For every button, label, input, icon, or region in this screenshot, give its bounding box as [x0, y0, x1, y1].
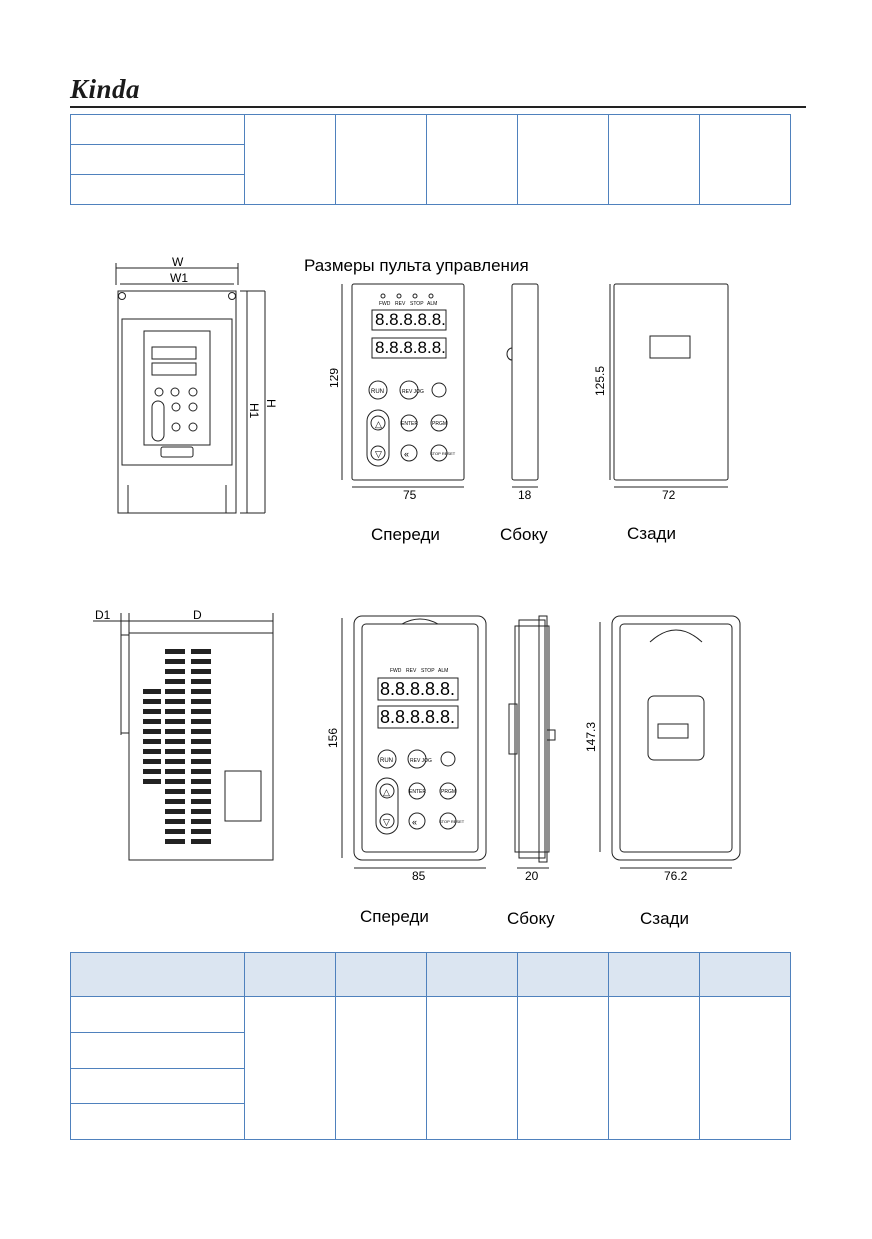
kinda-logo: Kinda: [70, 74, 141, 104]
dim-width-label: 75: [403, 488, 417, 502]
dim-back-width-label: 76.2: [664, 869, 688, 882]
small-panel-front-drawing: 8.8.8.8.8. 8.8.8.8.8. FWD REV STOP ALM R…: [330, 283, 465, 502]
table-cell: [426, 996, 518, 1140]
table-header-cell: [426, 952, 518, 997]
table-cell: [608, 114, 700, 205]
inverter-front-drawing: W W1 H1 H: [115, 255, 278, 514]
table-cell: [608, 996, 700, 1140]
dim-width-label: 85: [412, 869, 426, 882]
key-prgm: PRGM: [432, 421, 447, 427]
key-rev-jog: REV JOG: [410, 758, 432, 764]
dim-w1-label: W1: [170, 271, 188, 285]
key-prgm: PRGM: [441, 789, 456, 795]
table-cell: [426, 114, 518, 205]
table-header-cell: [335, 952, 427, 997]
key-run: RUN: [380, 758, 393, 764]
dim-d-label: D: [193, 608, 202, 622]
table-header-cell: [699, 952, 791, 997]
key-stop-reset: STOP RESET: [430, 451, 456, 456]
indicator-stop: STOP: [410, 301, 424, 307]
table-cell: [244, 114, 336, 205]
up-arrow-icon: △: [383, 787, 390, 797]
up-arrow-icon: △: [375, 419, 382, 429]
key-enter: ENTER: [409, 789, 426, 795]
bottom-spec-table: [70, 952, 791, 1140]
indicator-rev: REV: [395, 301, 406, 307]
dim-height-label: 156: [326, 728, 340, 748]
key-rev-jog: REV JOG: [402, 389, 424, 395]
table-header-cell: [608, 952, 700, 997]
table-cell: [517, 114, 609, 205]
table-header-cell: [244, 952, 336, 997]
indicator-fwd: FWD: [390, 668, 402, 674]
large-panel-front-drawing: 8.8.8.8.8. 8.8.8.8.8. FWD REV STOP ALM R…: [326, 615, 487, 882]
indicator-alm: ALM: [438, 668, 448, 674]
table-header-cell: [517, 952, 609, 997]
table-cell: [70, 144, 245, 175]
down-arrow-icon: ▽: [383, 817, 390, 827]
down-arrow-icon: ▽: [375, 449, 382, 459]
indicator-rev: REV: [406, 668, 417, 674]
panel-dimensions-title: Размеры пульта управления: [304, 256, 529, 275]
large-side-caption: Сбоку: [507, 909, 555, 928]
display-lower: 8.8.8.8.8.: [380, 707, 455, 727]
large-front-caption: Спереди: [360, 907, 429, 926]
table-cell: [70, 996, 245, 1033]
large-panel-side-drawing: 20: [508, 615, 556, 882]
indicator-stop: STOP: [421, 668, 435, 674]
dim-back-width-label: 72: [662, 488, 676, 502]
dim-height-label: 129: [330, 368, 341, 388]
inverter-side-drawing: D1 D: [93, 608, 274, 861]
dim-depth-label: 18: [518, 488, 532, 502]
dim-w-label: W: [172, 255, 184, 269]
small-side-caption: Сбоку: [500, 525, 548, 544]
table-header-cell: [70, 952, 245, 997]
table-cell: [517, 996, 609, 1140]
indicator-alm: ALM: [427, 301, 437, 307]
display-upper: 8.8.8.8.8.: [375, 310, 446, 329]
table-cell: [244, 996, 336, 1140]
top-spec-table: [70, 114, 791, 205]
small-front-caption: Спереди: [371, 525, 440, 544]
table-cell: [699, 114, 791, 205]
small-back-caption: Сзади: [627, 524, 676, 543]
table-cell: [70, 1032, 245, 1069]
header-divider: [70, 106, 806, 108]
key-enter: ENTER: [401, 421, 418, 427]
dim-h1-label: H1: [247, 403, 261, 419]
key-stop-reset: STOP RESET: [439, 819, 465, 824]
display-upper: 8.8.8.8.8.: [380, 679, 455, 699]
table-cell: [70, 114, 245, 145]
large-back-caption: Сзади: [640, 909, 689, 928]
dim-back-height-label: 125.5: [593, 366, 607, 396]
table-cell: [335, 996, 427, 1140]
dim-depth-label: 20: [525, 869, 539, 882]
small-panel-back-drawing: 125.5 72: [593, 283, 729, 502]
table-cell: [335, 114, 427, 205]
large-panel-back-drawing: 147.3 76.2: [584, 615, 741, 882]
dim-d1-label: D1: [95, 608, 111, 622]
shift-left-icon: «: [404, 449, 409, 459]
table-cell: [70, 1103, 245, 1140]
dim-back-height-label: 147.3: [584, 722, 598, 752]
dim-h-label: H: [264, 399, 278, 408]
display-lower: 8.8.8.8.8.: [375, 338, 446, 357]
key-run: RUN: [371, 389, 384, 395]
table-cell: [70, 174, 245, 205]
table-cell: [699, 996, 791, 1140]
indicator-fwd: FWD: [379, 301, 391, 307]
table-cell: [70, 1068, 245, 1104]
shift-left-icon: «: [412, 817, 417, 827]
small-panel-side-drawing: 18: [506, 283, 539, 502]
